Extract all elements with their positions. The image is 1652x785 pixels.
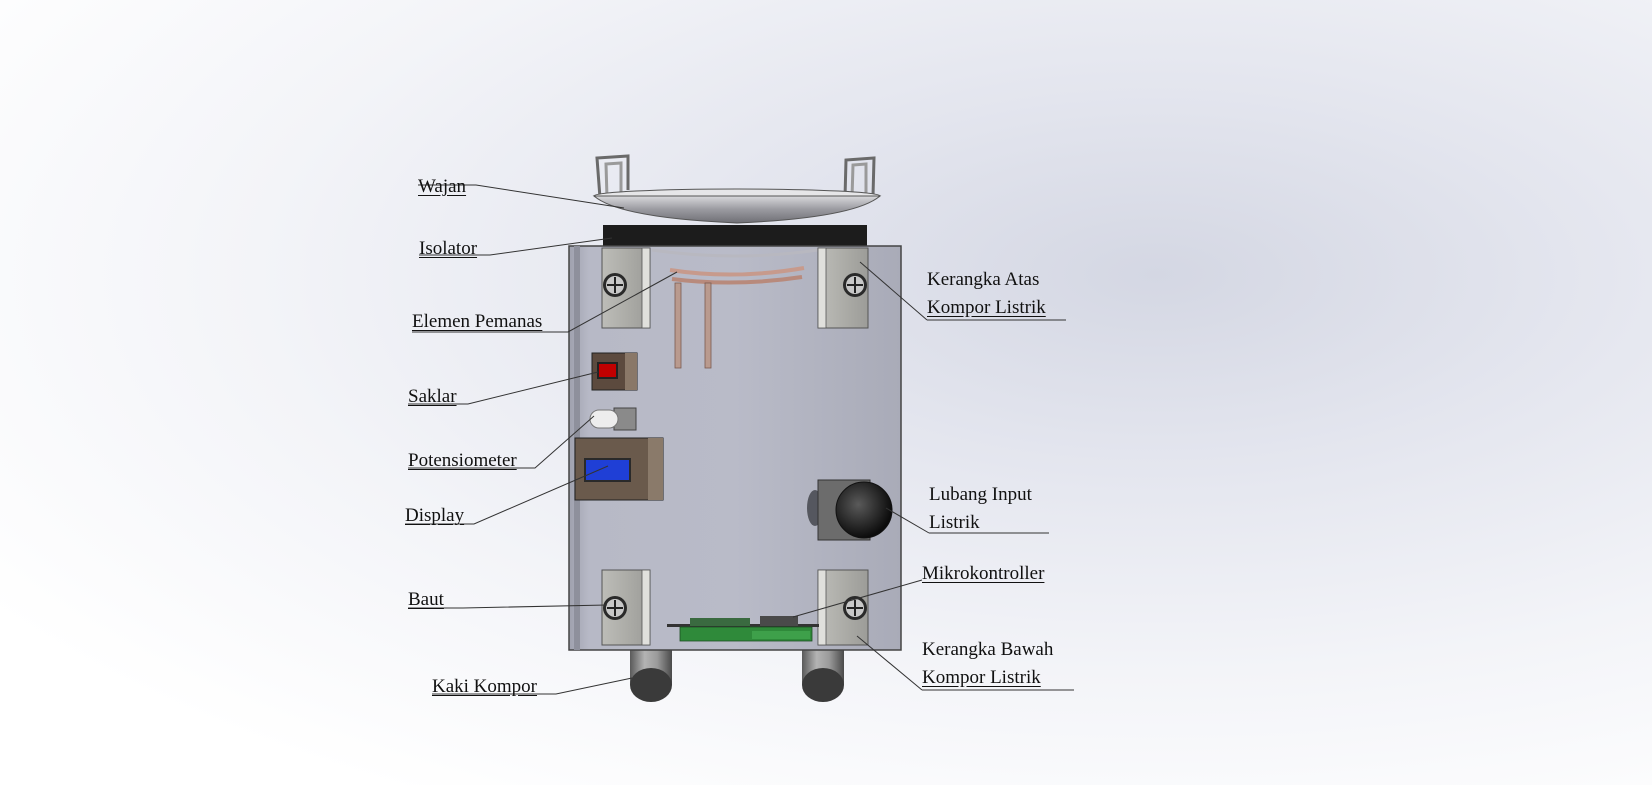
- label-wajan: Wajan: [418, 176, 467, 197]
- label-lubang-input-listrik: Lubang Input Listrik: [929, 484, 1032, 533]
- label-potensiometer: Potensiometer: [408, 450, 517, 471]
- display-module: [574, 437, 664, 501]
- heating-element: [651, 248, 819, 369]
- leader-lines: [405, 184, 1074, 695]
- label-saklar: Saklar: [408, 386, 457, 407]
- label-elemen-pemanas: Elemen Pemanas: [412, 311, 543, 332]
- microcontroller-board: [667, 616, 819, 642]
- pan: [592, 188, 882, 224]
- label-mikrokontroller: Mikrokontroller: [922, 563, 1045, 584]
- potentiometer: [589, 407, 637, 431]
- pan-handles: [595, 154, 876, 199]
- label-display: Display: [405, 505, 465, 526]
- isolator-plate: [603, 225, 867, 247]
- label-isolator: Isolator: [419, 238, 478, 259]
- label-kerangka-atas: Kerangka Atas Kompor Listrik: [927, 269, 1046, 318]
- power-jack: [807, 479, 893, 541]
- label-kerangka-bawah: Kerangka Bawah Kompor Listrik: [922, 639, 1054, 688]
- bolts: [603, 273, 867, 620]
- label-baut: Baut: [408, 589, 444, 610]
- switch: [591, 352, 638, 391]
- label-kaki-kompor: Kaki Kompor: [432, 676, 538, 697]
